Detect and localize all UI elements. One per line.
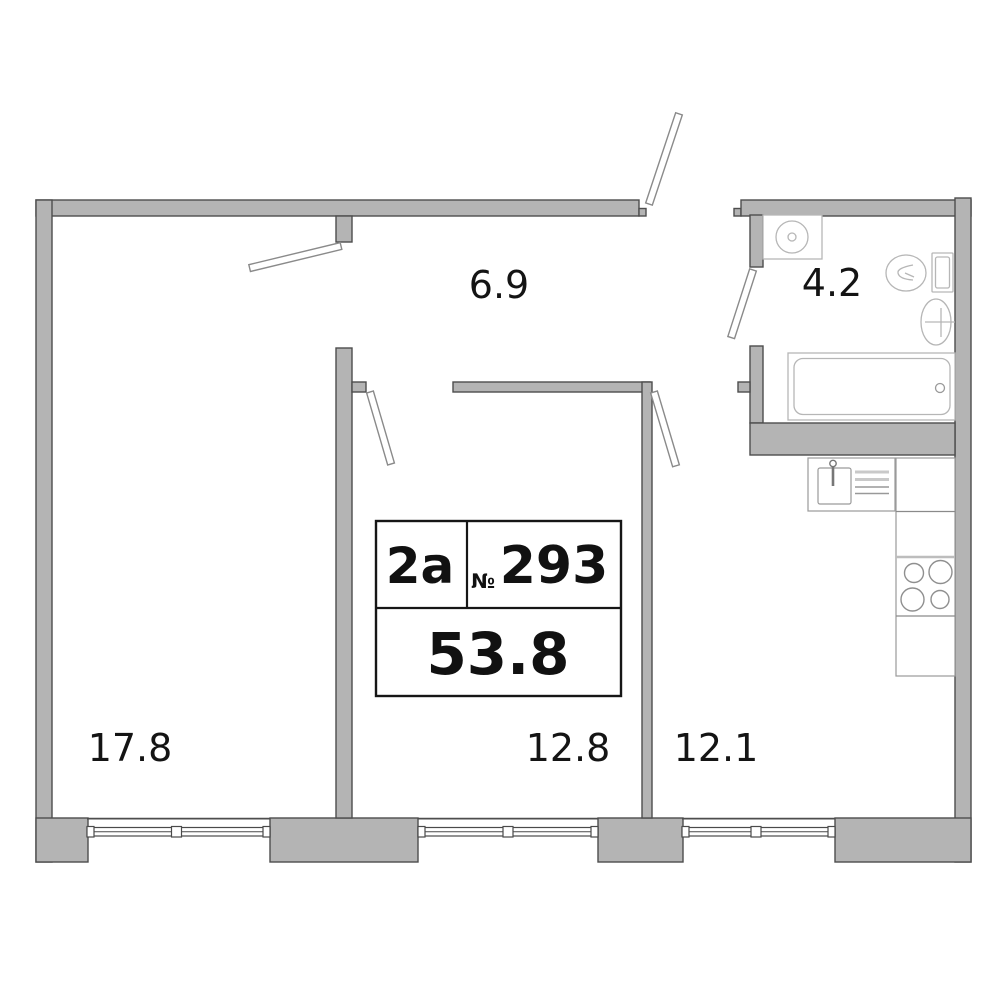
door-living-room	[247, 241, 343, 273]
faucet-icon	[829, 459, 837, 468]
doors	[247, 111, 758, 468]
bathroom-sink-icon	[920, 298, 955, 346]
wall-top-right	[740, 199, 972, 217]
bathroom-fixtures	[762, 214, 956, 421]
wall-bottom-pier-1	[35, 817, 89, 863]
unit-info-card: 2a № 293 53.8	[374, 519, 623, 698]
bathtub-icon	[787, 352, 956, 421]
door-kitchen	[649, 390, 681, 468]
windows	[86, 817, 836, 838]
area-label-bedroom: 12.8	[526, 726, 611, 770]
window-bedroom	[417, 817, 599, 838]
window-end-block	[827, 825, 836, 838]
door-bathroom	[726, 268, 758, 340]
area-label-bathroom: 4.2	[802, 261, 862, 305]
area-label-hallway: 6.9	[469, 263, 529, 307]
wall-entrance-jamb-right	[733, 207, 742, 217]
wall-bottom-pier-3	[597, 817, 684, 863]
wall-right	[954, 197, 972, 863]
window-living-room	[86, 817, 271, 838]
unit-number: 293	[500, 536, 609, 596]
window-mullion	[750, 825, 762, 838]
unit-number-sign: №	[471, 569, 495, 593]
wall-bottom-pier-4	[834, 817, 972, 863]
window-end-block	[681, 825, 690, 838]
window-end-block	[262, 825, 271, 838]
window-end-block	[590, 825, 599, 838]
toilet-icon	[885, 252, 954, 293]
unit-type-label: 2a	[386, 537, 455, 595]
wall-bathroom-door-stub	[737, 381, 751, 393]
wall-top-left	[35, 199, 640, 217]
window-end-block	[86, 825, 95, 838]
kitchen-fixtures	[807, 457, 956, 677]
wall-livingroom-door-stub	[335, 215, 353, 243]
wall-livingroom-divider	[335, 347, 353, 819]
room-labels: 17.8 6.9 4.2 12.8 12.1	[88, 261, 863, 770]
walls	[35, 197, 972, 863]
door-bedroom	[365, 390, 396, 466]
wall-hall-bedroom	[452, 381, 651, 393]
cooktop-icon	[900, 559, 953, 612]
wall-bottom-pier-2	[269, 817, 419, 863]
kitchen-sink-icon	[807, 457, 896, 512]
wall-bedroom-door-stub	[351, 381, 367, 393]
washing-machine-icon	[762, 214, 823, 260]
unit-total-area: 53.8	[426, 620, 569, 688]
wall-bathroom-left-top	[749, 214, 764, 268]
door-entrance	[644, 111, 684, 206]
wall-entrance-jamb-left	[638, 207, 647, 217]
wall-left	[35, 199, 53, 863]
window-mullion	[502, 825, 514, 838]
wall-bedroom-kitchen-divider	[641, 381, 653, 819]
wall-bathroom-left-bottom	[749, 345, 764, 424]
wall-bathroom-bottom	[749, 422, 956, 456]
area-label-kitchen: 12.1	[674, 726, 759, 770]
window-end-block	[417, 825, 426, 838]
area-label-living-room: 17.8	[88, 726, 173, 770]
window-mullion	[170, 825, 183, 838]
window-kitchen	[681, 817, 836, 838]
